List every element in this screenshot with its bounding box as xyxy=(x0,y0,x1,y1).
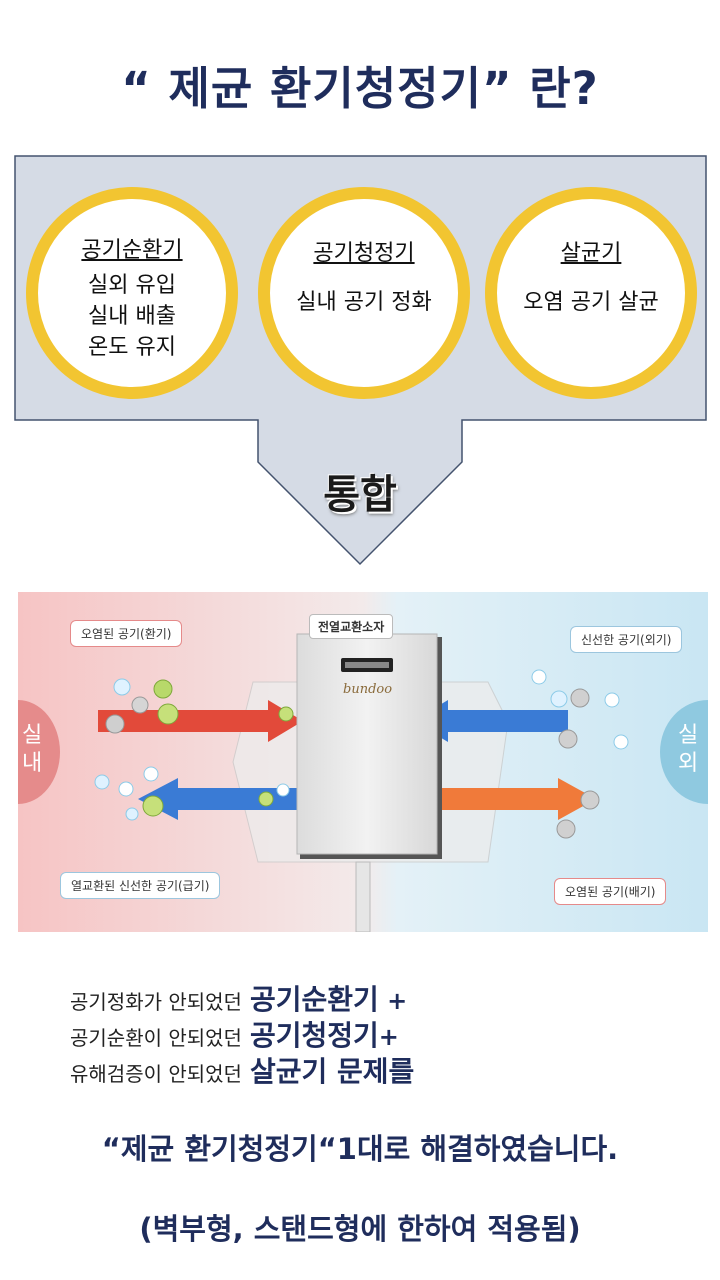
particle-o2 xyxy=(143,766,159,782)
particle-energy xyxy=(157,703,179,725)
particle-dust xyxy=(131,696,149,714)
feature-title: 공기순환기 xyxy=(81,238,183,263)
particle-energy xyxy=(142,795,164,817)
particle-energy xyxy=(258,791,274,807)
indoor-char: 실 xyxy=(22,723,43,748)
particle-dust xyxy=(558,729,578,749)
feature-sterilizer: 살균기 오염 공기 살균 xyxy=(501,238,681,318)
problem-product: 살균기 문제를 xyxy=(249,1055,415,1088)
indoor-char: 내 xyxy=(22,751,43,776)
feature-air-purifier: 공기청정기 실내 공기 정화 xyxy=(274,238,454,318)
particle-o2 xyxy=(604,692,620,708)
particle-o2 xyxy=(276,783,290,797)
particle-dust xyxy=(556,819,576,839)
arrow-exhaust-out xyxy=(428,778,596,820)
applicability-note: (벽부형, 스탠드형에 한하여 적용됨) xyxy=(139,1212,581,1246)
problem-row: 유해검증이 안되었던 살균기 문제를 xyxy=(70,1050,415,1088)
feature-line: 실외 유입 xyxy=(88,273,176,298)
feature-title: 살균기 xyxy=(560,241,622,266)
label-supply-air: 열교환된 신선한 공기(급기) xyxy=(60,872,221,899)
feature-line: 실내 배출 xyxy=(88,304,176,329)
outdoor-char: 실 xyxy=(678,723,699,748)
particle-o2 xyxy=(531,669,547,685)
ventilation-diagram: 오염된 공기(환기) 전열교환소자 신선한 공기(외기) 열교환된 신선한 공기… xyxy=(18,592,708,932)
feature-line: 온도 유지 xyxy=(88,335,176,360)
particle-water xyxy=(125,807,139,821)
particle-o2 xyxy=(613,734,629,750)
feature-line: 오염 공기 살균 xyxy=(523,290,659,315)
feature-line: 실내 공기 정화 xyxy=(296,290,432,315)
outdoor-marker xyxy=(660,700,708,804)
particle-o2 xyxy=(118,781,134,797)
feature-ring-3 xyxy=(485,187,697,399)
indoor-tag: 실 내 xyxy=(22,722,42,778)
particle-energy xyxy=(278,706,294,722)
problem-prefix: 공기순환이 안되었던 xyxy=(70,1026,242,1050)
outdoor-char: 외 xyxy=(678,751,699,776)
device-brand: bundoo xyxy=(343,682,393,697)
features-panel xyxy=(14,155,707,566)
particle-water xyxy=(94,774,110,790)
outdoor-tag: 실 외 xyxy=(678,722,698,778)
stand-pole xyxy=(355,861,371,932)
problem-suffix: + xyxy=(378,1023,399,1051)
indoor-marker xyxy=(18,700,60,804)
problem-suffix: + xyxy=(378,987,408,1015)
label-heat-exchanger: 전열교환소자 xyxy=(309,614,394,639)
feature-air-circulator: 공기순환기 실외 유입 실내 배출 온도 유지 xyxy=(42,235,222,363)
page-title: “ 제균 환기청정기” 란? xyxy=(121,62,599,115)
particle-dust xyxy=(580,790,600,810)
label-exhaust-air: 오염된 공기(배기) xyxy=(554,878,667,905)
particle-water xyxy=(113,678,131,696)
feature-ring-1 xyxy=(26,187,238,399)
label-return-air: 오염된 공기(환기) xyxy=(70,620,183,647)
particle-dust xyxy=(105,714,125,734)
conclusion-text: “제균 환기청정기“1대로 해결하였습니다. xyxy=(101,1132,619,1166)
problem-prefix: 공기정화가 안되었던 xyxy=(70,990,242,1014)
merge-label: 통합 xyxy=(323,472,397,518)
problem-product: 공기순환기 xyxy=(249,983,379,1016)
problem-row: 공기순환이 안되었던 공기청정기+ xyxy=(70,1014,414,1052)
particle-dust xyxy=(570,688,590,708)
particle-energy xyxy=(153,679,173,699)
problem-prefix: 유해검증이 안되었던 xyxy=(70,1062,242,1086)
feature-title: 공기청정기 xyxy=(313,241,415,266)
particle-water xyxy=(550,690,568,708)
problem-product: 공기청정기 xyxy=(249,1019,379,1052)
feature-ring-2 xyxy=(258,187,470,399)
problem-row: 공기정화가 안되었던 공기순환기 + xyxy=(70,978,414,1016)
label-outdoor-air: 신선한 공기(외기) xyxy=(570,626,683,653)
